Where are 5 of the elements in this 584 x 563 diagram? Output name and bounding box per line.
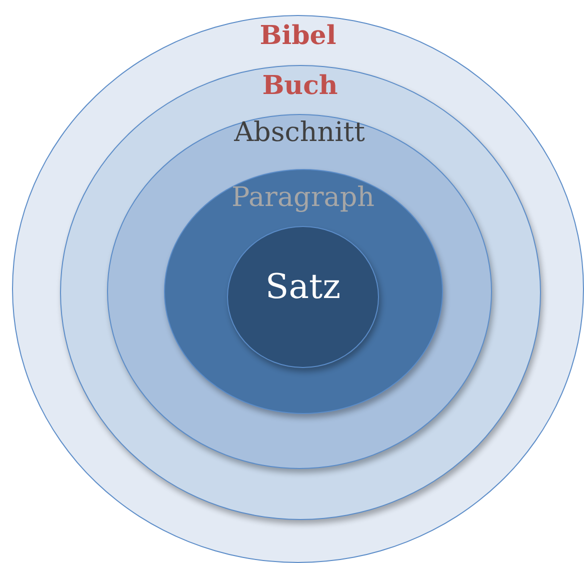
- layer-label: Abschnitt: [234, 118, 365, 148]
- layer-label: Satz: [265, 269, 341, 306]
- layer-label: Buch: [262, 72, 338, 100]
- layer-label: Bibel: [260, 22, 336, 51]
- layer-label: Paragraph: [231, 182, 374, 212]
